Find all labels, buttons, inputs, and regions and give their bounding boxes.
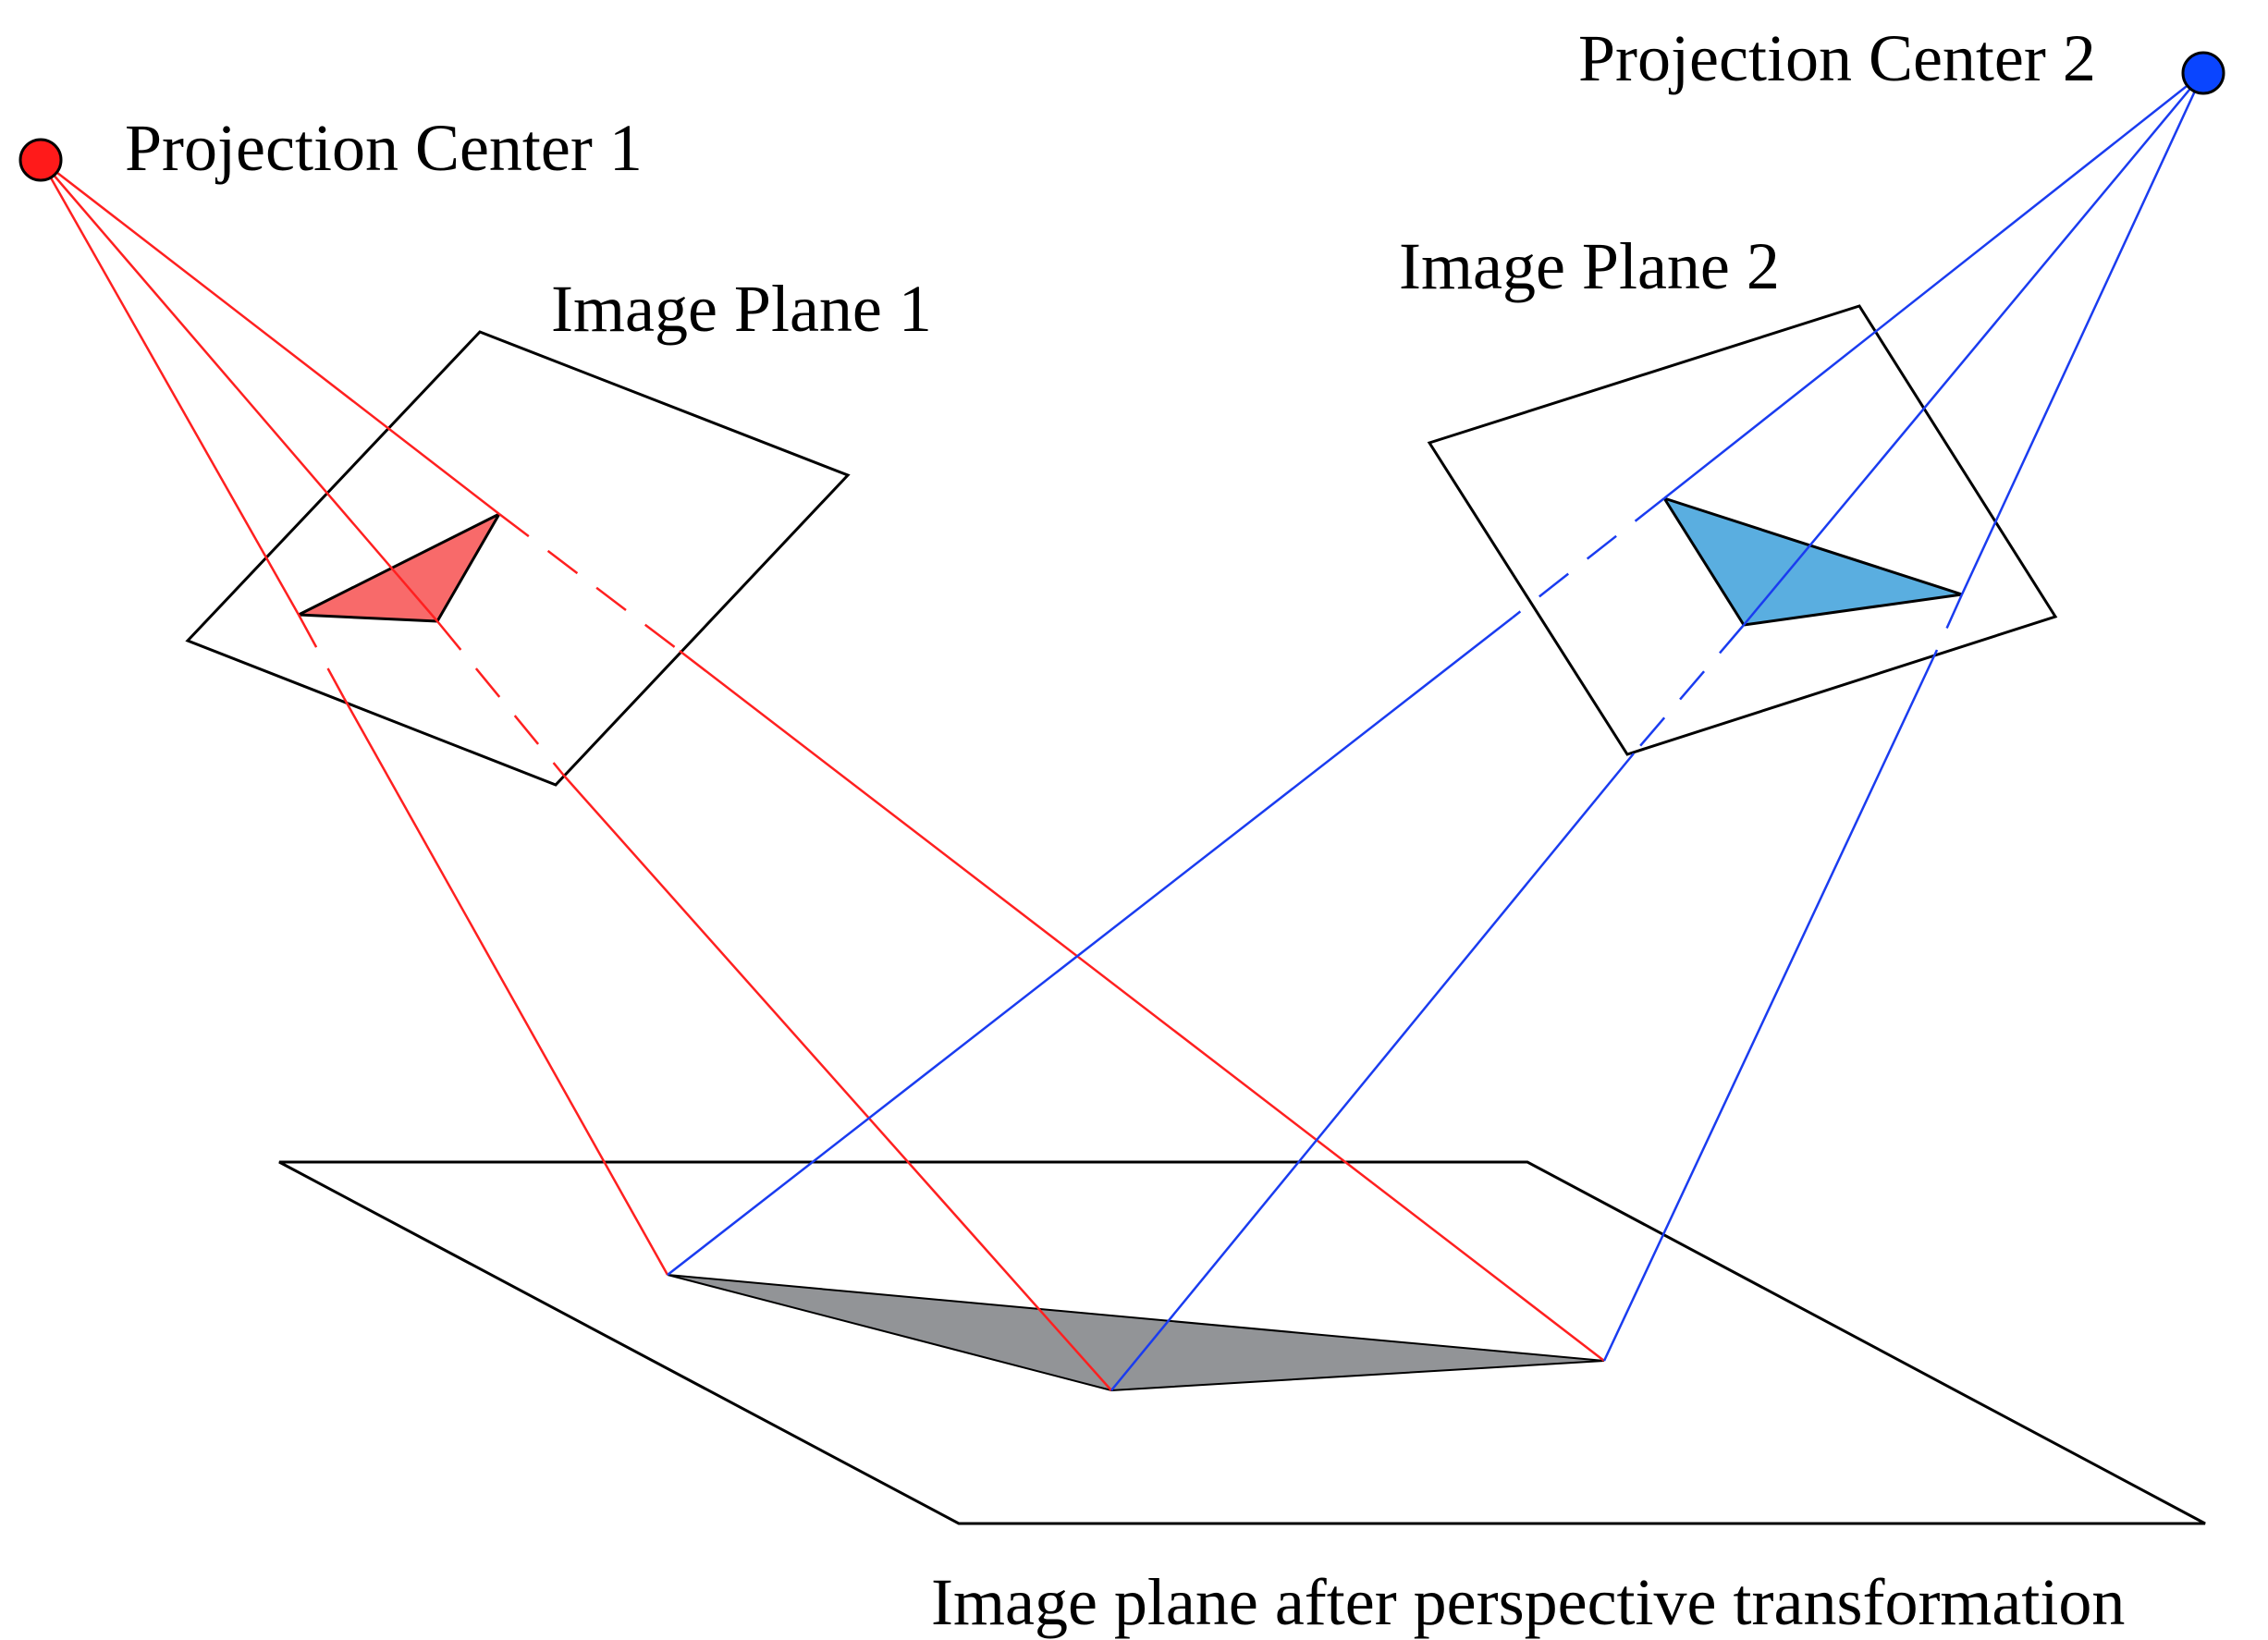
triangle-2-edge [1663, 496, 1963, 596]
red-ray-2c [563, 775, 1112, 1391]
red-ray-3c [679, 650, 1605, 1362]
ground-triangle [667, 1274, 1605, 1392]
projection-center-2-point [2181, 51, 2225, 95]
red-ray-2b [436, 620, 565, 777]
blue-ray-2a [1743, 72, 2204, 626]
transformed-image-plane [278, 1160, 2206, 1525]
projection-center-1-point [18, 138, 63, 182]
image-plane-1-triangle [299, 514, 499, 621]
image-plane-1 [185, 330, 851, 787]
projection-center-1-label: Projection Center 1 [125, 111, 643, 185]
image-plane-1-label: Image Plane 1 [551, 272, 932, 346]
red-ray-3b [498, 513, 680, 652]
red-ray-1b [297, 614, 346, 699]
projection-center-2-label: Projection Center 2 [1578, 21, 2096, 95]
red-ray-3a [40, 159, 500, 515]
blue-ray-2b [1633, 624, 1745, 754]
triangle-1-edge [435, 513, 501, 622]
blue-ray-3c [1602, 649, 1939, 1362]
red-ray-1a [39, 159, 300, 616]
blue-ray-3a [1960, 72, 2205, 595]
image-plane-2 [1427, 304, 2058, 756]
red-ray-1c [342, 697, 669, 1276]
blue-ray-2c [1110, 753, 1635, 1391]
transformed-image-plane-label: Image plane after perspective transforma… [931, 1565, 2125, 1639]
blue-ray-3b [1935, 594, 1964, 651]
blue-rays [667, 72, 2205, 1391]
triangle-1-edge [298, 613, 438, 623]
triangle-2-edge [1743, 593, 1963, 627]
triangle-2-edge [1662, 497, 1746, 626]
blue-ray-1c [667, 617, 1514, 1276]
blue-ray-1a [1663, 72, 2204, 499]
blue-ray-1b [1512, 497, 1665, 618]
red-rays [39, 159, 1605, 1391]
image-plane-2-label: Image Plane 2 [1399, 229, 1780, 303]
red-ray-2a [40, 159, 438, 622]
image-plane-2-triangle [1664, 498, 1962, 625]
triangle-1-edge [298, 512, 500, 617]
